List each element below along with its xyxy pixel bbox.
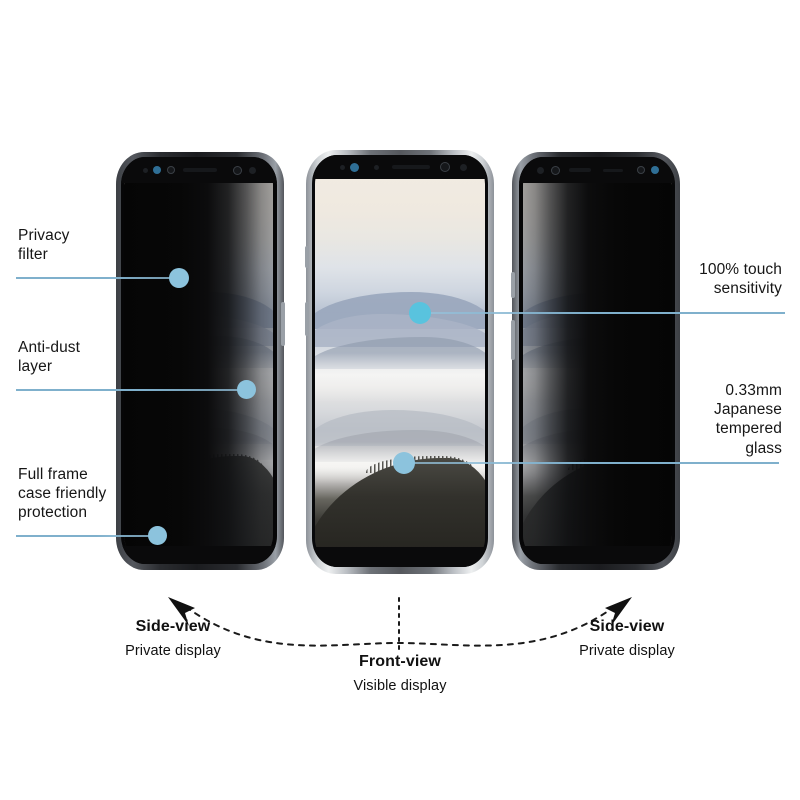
connector-dot-anti-dust	[237, 380, 256, 399]
annotation-line: filter	[18, 246, 48, 264]
connector-dot-full-frame	[148, 526, 167, 545]
arrowhead-left-icon	[168, 597, 195, 626]
annotation-line: sensitivity	[713, 280, 782, 298]
bixby-button[interactable]	[305, 246, 309, 268]
front-camera-icon	[167, 166, 175, 174]
annotation-line: glass	[745, 439, 782, 457]
connector-line-touch-sensitivity	[429, 312, 785, 314]
phone-right-top-bezel	[519, 157, 675, 183]
iris-scanner-icon	[153, 166, 161, 174]
connector-line-tempered-glass	[414, 462, 779, 464]
caption-title: Front-view	[359, 653, 441, 670]
connector-dot-privacy-filter	[169, 268, 189, 288]
front-camera-icon	[440, 162, 450, 172]
caption-subtitle: Private display	[579, 643, 675, 659]
phone-center-screen	[315, 158, 485, 564]
phone-right-frame	[519, 157, 675, 564]
caption-subtitle: Visible display	[353, 678, 447, 694]
earpiece-speaker-icon	[569, 168, 591, 172]
annotation-line: 100% touch	[699, 261, 782, 278]
bixby-button[interactable]	[511, 272, 515, 298]
annotation-line: 0.33mm	[725, 382, 782, 399]
annotation-line: protection	[18, 504, 88, 522]
phone-left-frame	[121, 157, 277, 564]
caption-title: Side-view	[589, 618, 665, 635]
phone-right-bottom-bezel	[519, 546, 675, 564]
phone-left-top-bezel	[121, 157, 277, 183]
annotation-line: case friendly	[18, 485, 107, 503]
phone-right-screen	[523, 160, 672, 560]
phone-center-frame	[312, 155, 488, 567]
annotation-line: Anti-dust	[18, 339, 81, 356]
caption-title: Side-view	[135, 618, 211, 635]
arrowhead-right-icon	[605, 597, 632, 626]
annotation-line: Japanese	[713, 401, 782, 419]
annotation-privacy-filter: Privacy filter	[18, 226, 168, 264]
caption-right-side-view: Side-view Private display	[512, 618, 742, 659]
caption-center-front-view: Front-view Visible display	[285, 653, 515, 694]
connector-line-anti-dust	[16, 389, 248, 391]
annotation-line: Privacy	[18, 227, 70, 244]
annotation-tempered-glass: 0.33mm Japanese tempered glass	[600, 381, 782, 458]
connector-dot-tempered-glass	[393, 452, 415, 474]
phone-right-side-view	[511, 152, 680, 570]
privacy-filter-overlay	[523, 160, 672, 560]
front-camera-icon	[551, 166, 560, 175]
annotation-line: Full frame	[18, 466, 88, 483]
phone-center-bottom-bezel	[312, 547, 488, 567]
connector-line-full-frame	[16, 535, 162, 537]
earpiece-speaker-icon	[183, 168, 217, 172]
phone-left-side-view	[116, 152, 285, 570]
privacy-filter-overlay	[124, 160, 273, 560]
wallpaper-mountains	[315, 158, 485, 564]
iris-scanner-icon	[651, 166, 659, 174]
caption-subtitle: Private display	[125, 643, 221, 659]
annotation-touch-sensitivity: 100% touch sensitivity	[600, 260, 782, 298]
volume-button[interactable]	[511, 320, 515, 360]
annotation-full-frame-protection: Full frame case friendly protection	[18, 465, 188, 523]
annotation-line: tempered	[715, 420, 782, 438]
connector-dot-touch-sensitivity	[409, 302, 431, 324]
viewing-angle-arc	[185, 606, 615, 647]
iris-scanner-icon	[350, 163, 359, 172]
earpiece-speaker-icon	[392, 165, 430, 169]
phone-center-top-bezel	[312, 155, 488, 179]
power-button[interactable]	[281, 302, 285, 346]
caption-left-side-view: Side-view Private display	[58, 618, 288, 659]
annotation-line: layer	[18, 358, 53, 376]
phone-left-screen	[124, 160, 273, 560]
phone-left-bottom-bezel	[121, 546, 277, 564]
connector-line-privacy-filter	[16, 277, 181, 279]
annotation-anti-dust-layer: Anti-dust layer	[18, 338, 178, 376]
volume-button[interactable]	[305, 302, 309, 336]
phone-center-front-view	[305, 150, 494, 574]
